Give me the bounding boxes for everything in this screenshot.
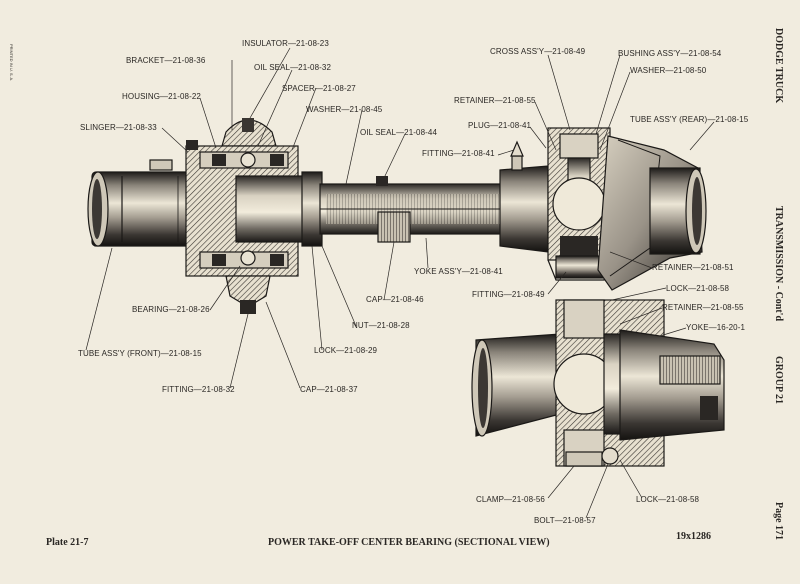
part-labels: INSULATOR—21-08-23 BRACKET—21-08-36 OIL … xyxy=(78,39,749,525)
label-washer-50: WASHER—21-08-50 xyxy=(630,66,707,75)
label-oil-seal-44: OIL SEAL—21-08-44 xyxy=(360,128,437,137)
label-lock-58-bottom: LOCK—21-08-58 xyxy=(636,495,700,504)
label-washer-45: WASHER—21-08-45 xyxy=(306,105,383,114)
figure-title: POWER TAKE-OFF CENTER BEARING (SECTIONAL… xyxy=(268,537,550,548)
plate-number: Plate 21-7 xyxy=(46,537,89,548)
label-lock-58-top: LOCK—21-08-58 xyxy=(666,284,730,293)
lower-universal-joint-view xyxy=(471,299,725,467)
label-fitting-49: FITTING—21-08-49 xyxy=(472,290,545,299)
label-retainer-55-bottom: RETAINER—21-08-55 xyxy=(662,303,744,312)
leader-lines xyxy=(85,47,715,519)
rear-tube-assembly xyxy=(597,135,707,291)
label-retainer-55-top: RETAINER—21-08-55 xyxy=(454,96,536,105)
label-lock-29: LOCK—21-08-29 xyxy=(314,346,378,355)
footer: Plate 21-7 POWER TAKE-OFF CENTER BEARING… xyxy=(46,531,711,548)
label-bearing: BEARING—21-08-26 xyxy=(132,305,210,314)
label-plug: PLUG—21-08-41 xyxy=(468,121,532,130)
printed-in-usa: PRINTED IN U. S. A. xyxy=(9,44,14,81)
label-insulator: INSULATOR—21-08-23 xyxy=(242,39,329,48)
drawing-number: 19x1286 xyxy=(676,531,711,542)
label-nut: NUT—21-08-28 xyxy=(352,321,410,330)
universal-joint-top xyxy=(547,127,611,281)
label-yoke-41: YOKE ASS'Y—21-08-41 xyxy=(414,267,503,276)
label-cap-46: CAP—21-08-46 xyxy=(366,295,424,304)
label-fitting-32: FITTING—21-08-32 xyxy=(162,385,235,394)
label-oil-seal-32: OIL SEAL—21-08-32 xyxy=(254,63,331,72)
label-fitting-41: FITTING—21-08-41 xyxy=(422,149,495,158)
label-cap-37: CAP—21-08-37 xyxy=(300,385,358,394)
center-shaft xyxy=(235,140,549,253)
label-tube-rear: TUBE ASS'Y (REAR)—21-08-15 xyxy=(630,115,749,124)
label-tube-front: TUBE ASS'Y (FRONT)—21-08-15 xyxy=(78,349,202,358)
label-spacer: SPACER—21-08-27 xyxy=(282,84,356,93)
label-slinger: SLINGER—21-08-33 xyxy=(80,123,157,132)
label-bolt: BOLT—21-08-57 xyxy=(534,516,596,525)
label-yoke-16: YOKE—16-20-1 xyxy=(686,323,745,332)
label-bushing: BUSHING ASS'Y—21-08-54 xyxy=(618,49,722,58)
label-bracket: BRACKET—21-08-36 xyxy=(126,56,206,65)
sidebar-transmission: TRANSMISSION - Cont'd xyxy=(773,206,784,321)
sidebar-page: Page 171 xyxy=(773,502,784,540)
label-retainer-51: RETAINER—21-08-51 xyxy=(652,263,734,272)
sidebar-group: GROUP 21 xyxy=(773,356,784,404)
label-clamp: CLAMP—21-08-56 xyxy=(476,495,545,504)
label-cross: CROSS ASS'Y—21-08-49 xyxy=(490,47,586,56)
label-housing: HOUSING—21-08-22 xyxy=(122,92,201,101)
sidebar-dodge-truck: DODGE TRUCK xyxy=(773,28,784,103)
sidebar-running-head: DODGE TRUCK TRANSMISSION - Cont'd GROUP … xyxy=(773,28,784,540)
